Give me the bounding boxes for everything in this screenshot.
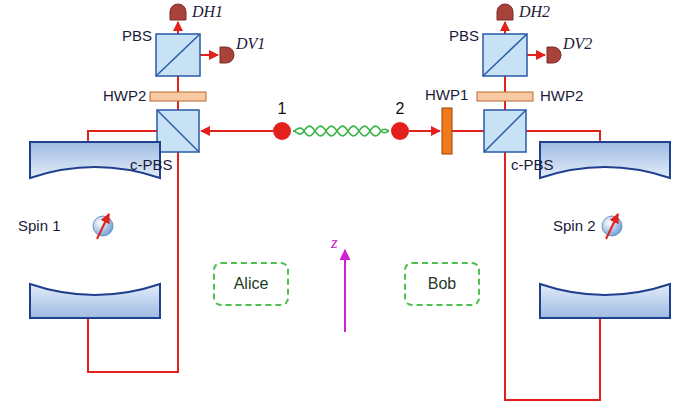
photon-dot: [271, 120, 293, 142]
entanglement-link: [293, 126, 389, 136]
photon-node: 1: [271, 100, 293, 142]
detector-label: DH2: [519, 3, 550, 21]
component-label: PBS: [449, 27, 479, 45]
photon-number: 2: [389, 100, 411, 118]
spin-symbol: [93, 214, 622, 239]
photon-node: 2: [389, 100, 411, 142]
party-box: Alice: [213, 262, 289, 306]
component-label: HWP1: [425, 86, 468, 104]
photon-dot: [391, 122, 409, 140]
component-label: c-PBS: [130, 156, 173, 174]
axis-label: z: [331, 234, 338, 252]
entanglement-link: [293, 126, 389, 136]
entanglement-link: [293, 126, 389, 136]
party-name: Alice: [234, 274, 269, 294]
axis-arrow: [344, 250, 346, 332]
detector-label: DV1: [236, 35, 265, 53]
detector-label: DH1: [192, 3, 223, 21]
spin-label: Spin 2: [553, 217, 596, 235]
component-label: HWP2: [103, 87, 146, 105]
cavity-mirror: [30, 142, 670, 318]
component-label: PBS: [122, 27, 152, 45]
wave-plate: [150, 92, 533, 154]
component-label: HWP2: [540, 87, 583, 105]
spin-label: Spin 1: [18, 217, 61, 235]
detector-label: DV2: [563, 35, 592, 53]
component-label: c-PBS: [511, 156, 554, 174]
party-box: Bob: [404, 262, 480, 306]
light-beam: [88, 22, 600, 400]
party-name: Bob: [428, 274, 456, 294]
beam-splitter-cube: [156, 34, 527, 152]
photon-dot: [273, 122, 291, 140]
photon-number: 1: [271, 100, 293, 118]
photon-dot: [389, 120, 411, 142]
